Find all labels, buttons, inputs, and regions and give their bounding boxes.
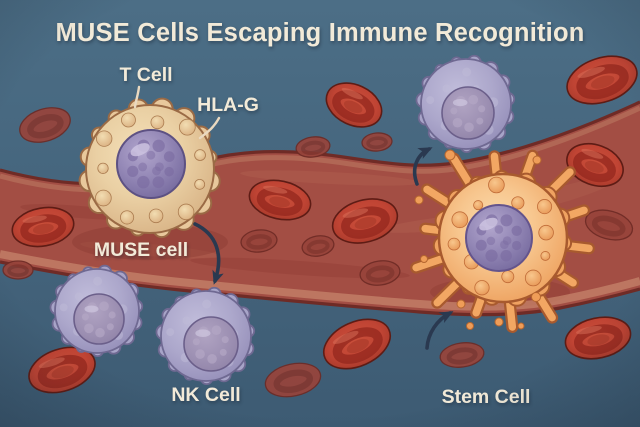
- surface-bump: [474, 280, 490, 296]
- t-cell-label: T Cell: [119, 64, 172, 86]
- surface-bump: [451, 211, 469, 229]
- surface-bump: [524, 269, 542, 287]
- hla-g-vesicle: [177, 203, 195, 221]
- surface-bump: [488, 176, 505, 194]
- hla-g-vesicle: [97, 162, 109, 174]
- hla-g-label: HLA-G: [197, 94, 259, 116]
- droplet: [494, 317, 504, 327]
- hla-g-vesicle: [96, 130, 113, 147]
- surface-bump: [538, 224, 554, 241]
- hla-g-vesicle: [150, 115, 165, 130]
- hla-g-vesicle: [121, 112, 136, 128]
- droplet: [444, 149, 456, 161]
- page-title: MUSE Cells Escaping Immune Recognition: [55, 19, 584, 47]
- droplet: [532, 155, 542, 165]
- surface-bump: [501, 270, 515, 284]
- droplet: [531, 292, 541, 302]
- red-blood-cell-muted: [2, 260, 34, 280]
- nk-cell-label: NK Cell: [171, 384, 240, 406]
- hla-g-vesicle: [194, 149, 206, 161]
- droplet: [420, 255, 428, 263]
- droplet: [414, 195, 424, 205]
- surface-bump: [473, 200, 484, 211]
- muse-cell-label: MUSE cell: [94, 239, 188, 261]
- droplet: [456, 299, 466, 309]
- stem-cell-label: Stem Cell: [442, 386, 531, 408]
- cell-nucleus: [465, 204, 533, 272]
- surface-bump: [511, 196, 525, 210]
- hla-g-vesicle: [95, 189, 112, 207]
- hla-g-vesicle: [178, 118, 196, 136]
- hla-g-vesicle: [194, 178, 206, 190]
- surface-bump: [447, 237, 461, 251]
- surface-bump: [540, 251, 551, 261]
- hla-g-vesicle: [120, 210, 135, 225]
- cell-nucleus: [116, 129, 186, 199]
- hla-g-vesicle: [148, 208, 164, 224]
- surface-bump: [537, 199, 553, 215]
- droplet: [517, 322, 525, 330]
- droplet: [466, 322, 474, 330]
